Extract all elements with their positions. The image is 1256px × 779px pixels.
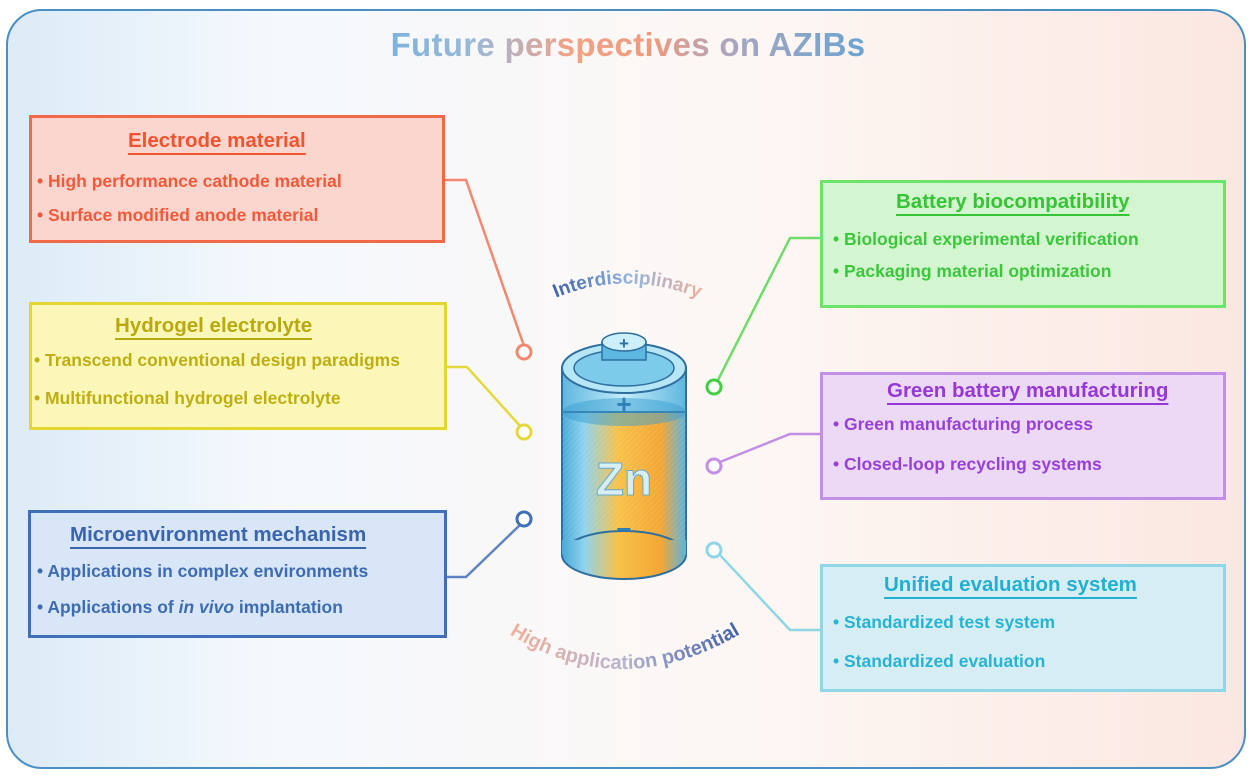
battery-icon: + + Zn − [561, 332, 687, 580]
battery-plus-sign: + [619, 334, 629, 353]
connector-microenvironment [447, 523, 522, 579]
title-text: Future perspectives on AZIBs [390, 26, 866, 63]
box-title: Unified evaluation system [884, 573, 1137, 596]
node-electrode [515, 343, 533, 361]
box-title: Microenvironment mechanism [70, 523, 367, 546]
box-green-battery-manufacturing: Green battery manufacturing • Green manu… [820, 372, 1226, 500]
box-title: Green battery manufacturing [887, 379, 1169, 402]
battery-plus-body: + [616, 389, 631, 419]
bullet-item: • Standardized test system [833, 612, 1056, 632]
node-microenvironment [515, 510, 533, 528]
connector-electrode [445, 178, 526, 347]
bullet-item: • Biological experimental verification [833, 229, 1139, 249]
bullet-item: • Green manufacturing process [833, 414, 1093, 434]
bullet-item: • Applications of in vivo implantation [37, 597, 343, 617]
arc-label-interdisciplinary: Interdisciplinary [550, 267, 705, 302]
battery-minus-sign: − [616, 514, 631, 544]
box-microenvironment-mechanism: Microenvironment mechanism • Application… [28, 510, 447, 638]
bullet-item: • Packaging material optimization [833, 261, 1112, 281]
box-title: Hydrogel electrolyte [115, 314, 313, 337]
node-hydrogel [515, 423, 533, 441]
bullet-item: • Transcend conventional design paradigm… [34, 350, 400, 370]
connector-evaluation [718, 553, 820, 632]
box-unified-evaluation-system: Unified evaluation system • Standardized… [820, 564, 1226, 692]
box-title: Battery biocompatibility [896, 190, 1130, 213]
box-title: Electrode material [128, 129, 306, 152]
bullet-item: • Multifunctional hydrogel electrolyte [34, 388, 341, 408]
connector-hydrogel [447, 365, 522, 428]
box-battery-biocompatibility: Battery biocompatibility • Biological ex… [820, 180, 1226, 308]
box-hydrogel-electrolyte: Hydrogel electrolyte • Transcend convent… [29, 302, 447, 430]
connector-green-manufacturing [719, 432, 820, 464]
node-green-manufacturing [705, 457, 723, 475]
node-biocompatibility [705, 378, 723, 396]
bullet-item: • Surface modified anode material [37, 205, 319, 225]
node-evaluation [705, 541, 723, 559]
bullet-item: • Closed-loop recycling systems [833, 454, 1102, 474]
box-electrode-material: Electrode material • High performance ca… [29, 115, 445, 243]
connector-biocompatibility [715, 236, 820, 383]
bullet-item: • Standardized evaluation [833, 651, 1046, 671]
battery-zn-label: Zn [596, 453, 652, 505]
page-title: Future perspectives on AZIBs [0, 26, 1256, 64]
arc-label-application: High application potential [507, 619, 743, 674]
bullet-item: • High performance cathode material [37, 171, 342, 191]
bullet-item: • Applications in complex environments [37, 561, 369, 581]
